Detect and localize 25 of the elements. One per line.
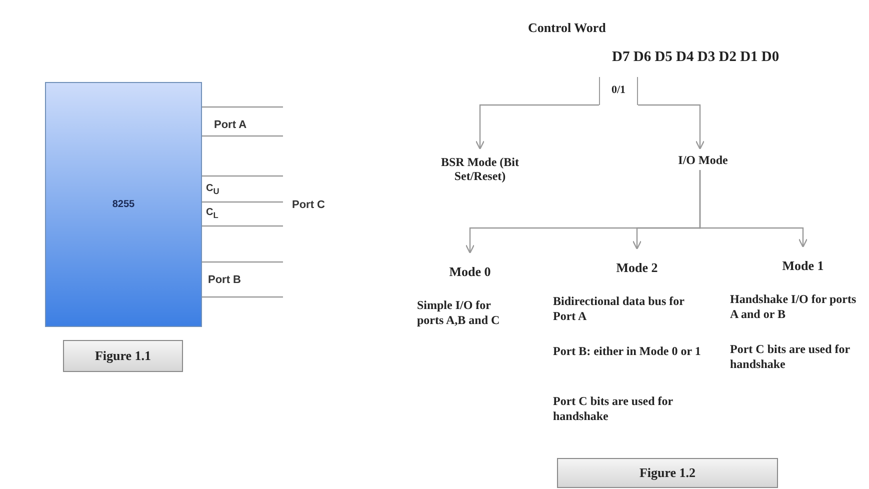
bit-labels: D7 D6 D5 D4 D3 D2 D1 D0 [612, 49, 780, 66]
arrow [638, 104, 705, 150]
chip-block: 8255 [45, 82, 202, 327]
port-label: Port B [208, 274, 241, 286]
mode-heading: Mode 1 [758, 256, 848, 276]
mode-heading: Mode 0 [425, 262, 515, 282]
mode-description: Port C bits are used for handshake [730, 342, 851, 372]
mode-label: BSR Mode (Bit Set/Reset) [420, 150, 540, 188]
figure-caption: Figure 1.1 [63, 340, 183, 372]
mode-description: Port B: either in Mode 0 or 1 [553, 344, 702, 359]
bit-value: 0/1 [599, 77, 638, 105]
mode-description: Bidirectional data bus for Port A [553, 294, 686, 324]
pin-label: C$_{U}$ [206, 183, 220, 196]
arrow [475, 104, 599, 150]
heading: Control Word [528, 20, 606, 36]
mode-description: Simple I/O for ports A,B and C [417, 298, 501, 328]
port-label: Port C [292, 199, 325, 211]
mode-description: Handshake I/O for ports A and or B [730, 292, 858, 322]
mode-label: I/O Mode [664, 150, 742, 170]
figure-caption: Figure 1.2 [557, 458, 778, 488]
arrow [699, 170, 808, 248]
mode-description: Port C bits are used for handshake [553, 394, 674, 424]
mode-heading: Mode 2 [592, 258, 682, 278]
pin-label: C$_{L}$ [206, 207, 218, 220]
port-label: Port A [214, 119, 247, 131]
